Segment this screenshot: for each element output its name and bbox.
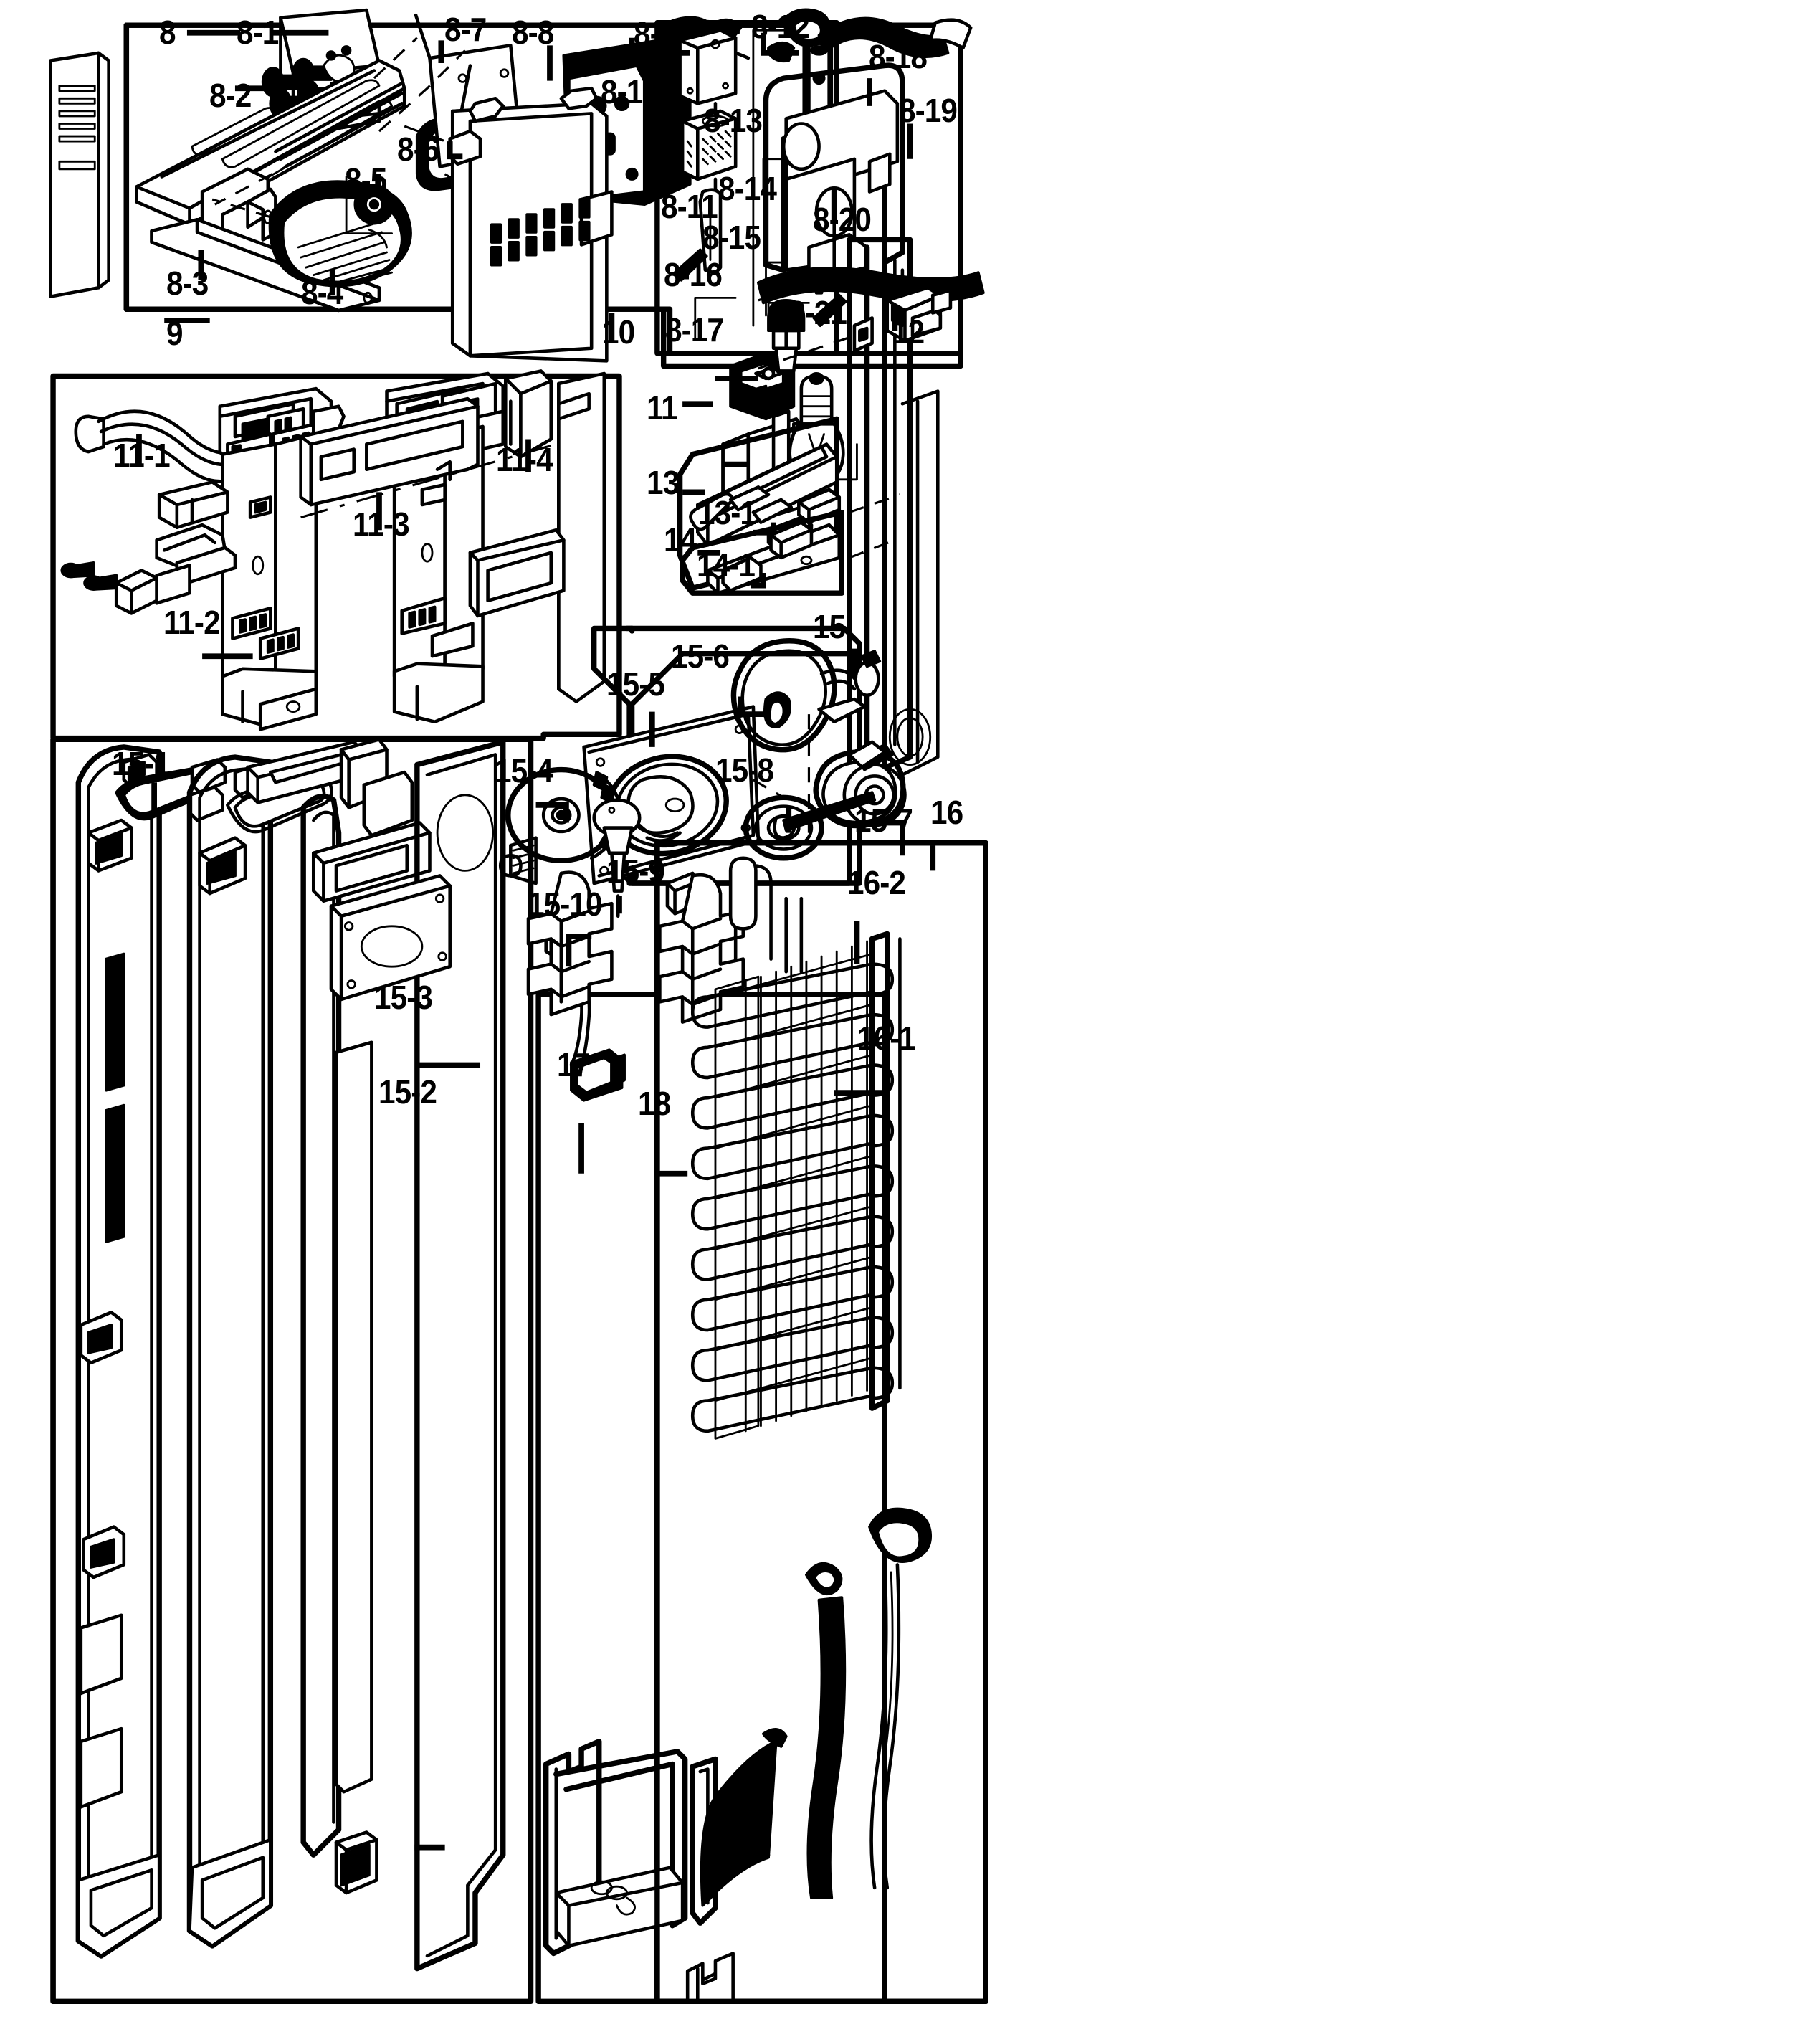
callout-label-8-19: 8-19	[899, 92, 958, 129]
callout-label-18: 18	[638, 1085, 671, 1122]
callout-label-8-15: 8-15	[702, 219, 761, 256]
gear-8-5	[353, 184, 395, 225]
callout-label-9: 9	[166, 315, 184, 352]
clip-18	[685, 1952, 735, 2003]
callout-label-11-3: 11-3	[353, 505, 410, 543]
callout-label-8-10: 8-10	[601, 73, 659, 110]
callout-label-12: 12	[892, 313, 925, 351]
spring-part	[498, 836, 538, 885]
pin-8-11	[698, 188, 723, 274]
screw-15-9	[592, 798, 642, 918]
callout-label-8-9: 8-9	[634, 15, 676, 52]
callout-label-11-1: 11-1	[113, 437, 171, 474]
left-grille-panel	[49, 51, 110, 298]
callout-label-17: 17	[557, 1046, 590, 1083]
callout-label-15-9: 15-9	[606, 852, 665, 890]
evaporator-coil	[690, 856, 902, 1440]
callout-label-15-2: 15-2	[378, 1073, 437, 1111]
center-trim	[246, 738, 432, 903]
callout-label-8-18: 8-18	[869, 38, 928, 75]
icemaker-tray	[135, 59, 406, 242]
coupling-8-20	[767, 298, 806, 373]
callout-label-8-4: 8-4	[301, 274, 343, 311]
wire-harness-8-18	[767, 8, 973, 63]
callout-label-15-5: 15-5	[606, 665, 665, 703]
drain-tray-17	[543, 1728, 788, 1957]
callout-label-8-21: 8-21	[788, 294, 847, 331]
callout-label-8-12: 8-12	[751, 8, 810, 45]
callout-label-8-6: 8-6	[397, 130, 439, 168]
bracket-11-4	[503, 369, 553, 459]
callout-label-11-2: 11-2	[163, 604, 221, 641]
callout-label-8-17: 8-17	[665, 311, 724, 348]
wire-16-1	[804, 1507, 933, 1899]
callout-label-8-16: 8-16	[664, 256, 723, 293]
callout-label-15-4: 15-4	[495, 752, 553, 789]
callout-label-16: 16	[930, 794, 963, 831]
callout-label-8-1: 8-1	[237, 14, 279, 51]
callout-label-8-7: 8-7	[444, 11, 487, 48]
callout-label-15-8: 15-8	[715, 751, 774, 789]
fan-cover-15-6	[730, 638, 882, 753]
fan-motor-15-7	[743, 708, 932, 861]
callout-label-16-2: 16-2	[847, 864, 906, 901]
callout-label-8: 8	[159, 14, 176, 51]
callout-label-8-8: 8-8	[512, 14, 554, 51]
vent-holes	[490, 198, 591, 267]
leader-lines	[136, 29, 936, 1851]
door-panel-15-1-b	[186, 754, 342, 1949]
callout-label-10: 10	[602, 313, 635, 351]
trim-11-3	[299, 396, 480, 507]
callout-label-8-3: 8-3	[166, 265, 209, 302]
relay-8-9	[678, 28, 738, 105]
door-switch-12	[885, 268, 953, 343]
callout-label-15-1: 15-1	[112, 745, 171, 782]
clamp-8-16	[729, 351, 796, 421]
callout-label-8-13: 8-13	[704, 102, 763, 139]
panel-11	[468, 371, 606, 703]
back-panel-15-3	[329, 739, 506, 1972]
callout-label-14: 14	[664, 521, 697, 559]
callout-label-15-7: 15-7	[854, 802, 913, 839]
connector-bits	[60, 480, 237, 615]
callout-label-11-4: 11-4	[496, 441, 553, 478]
callout-label-16-1: 16-1	[857, 1020, 916, 1057]
cover-panel-10	[448, 86, 614, 363]
callout-label-15-3: 15-3	[374, 979, 433, 1016]
callout-label-8-11: 8-11	[661, 188, 718, 225]
coil-fins	[714, 940, 874, 1440]
callout-label-15-10: 15-10	[528, 885, 603, 923]
callout-label-11: 11	[647, 389, 678, 427]
callout-label-8-2: 8-2	[209, 77, 252, 114]
callout-label-13: 13	[647, 464, 680, 501]
rail-14	[680, 509, 844, 596]
callout-label-13-1: 13-1	[698, 494, 757, 531]
callout-label-15-6: 15-6	[671, 637, 730, 675]
callout-label-8-5: 8-5	[345, 161, 387, 199]
overload-8-10	[680, 102, 738, 194]
callout-label-15: 15	[813, 608, 846, 645]
callout-label-8-14: 8-14	[718, 170, 777, 207]
door-panel-15-1-a	[75, 744, 227, 1959]
clip-15-2	[334, 1830, 378, 1895]
callout-label-14-1: 14-1	[697, 546, 756, 584]
callout-label-8-20: 8-20	[813, 201, 872, 238]
clip-16-2	[658, 871, 745, 1024]
